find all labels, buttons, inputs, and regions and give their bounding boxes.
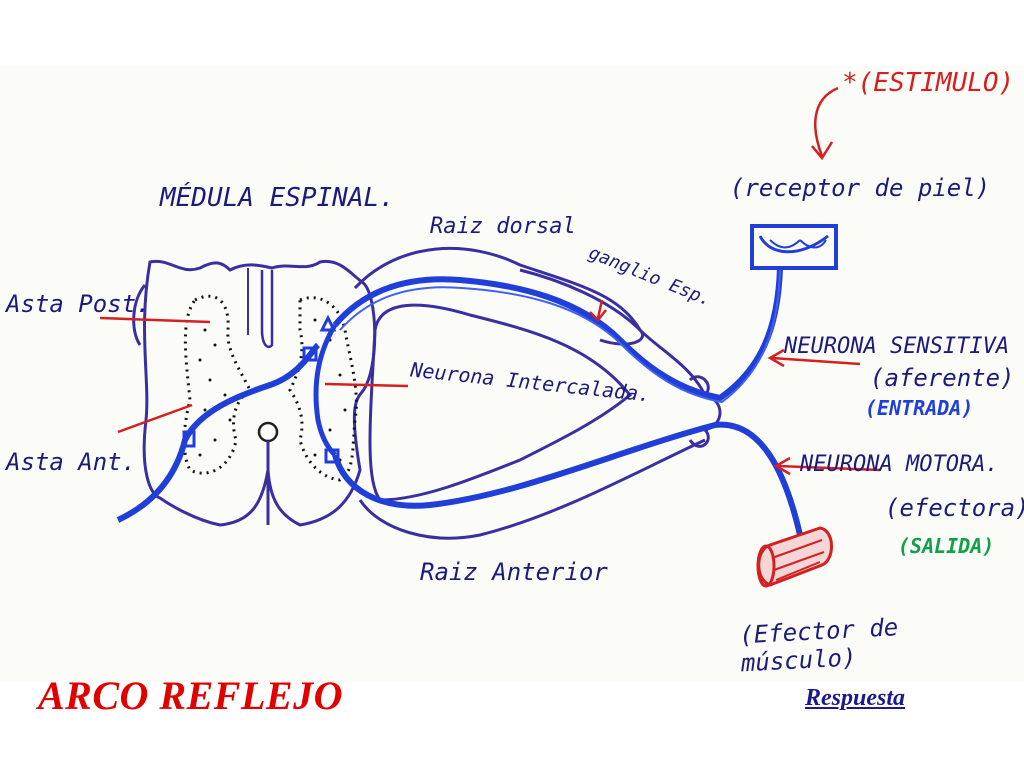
grey-matter-right <box>288 296 358 482</box>
label-salida: (SALIDA) <box>898 534 995 558</box>
label-receptor: (receptor de piel) <box>730 174 991 202</box>
label-raiz-dorsal: Raiz dorsal <box>430 214 576 239</box>
spinal-cord-outline <box>142 259 377 527</box>
skin-receptor-icon <box>750 224 838 270</box>
grey-matter-left <box>182 294 252 475</box>
motor-neuron-path <box>332 421 803 536</box>
interneuron-path <box>313 323 338 457</box>
muscle-effector-icon <box>756 526 833 588</box>
label-aferente: (aferente) <box>870 364 1015 392</box>
label-raiz-anterior: Raiz Anterior <box>420 558 608 586</box>
label-medula-espinal: MÉDULA ESPINAL. <box>160 183 395 213</box>
label-estimulo: *(ESTIMULO) <box>842 68 1015 98</box>
label-entrada: (ENTRADA) <box>865 396 974 420</box>
label-asta-ant: Asta Ant. <box>6 448 137 476</box>
label-neurona-sensitiva: NEURONA SENSITIVA <box>784 334 1010 359</box>
label-asta-post: Asta Post. <box>6 290 151 318</box>
sensory-neuron-path <box>332 267 783 402</box>
reflex-arc-diagram: MÉDULA ESPINAL. Asta Post. Asta Ant. Rai… <box>0 66 1024 682</box>
label-efectora: (efectora) <box>885 494 1024 522</box>
respuesta-link[interactable]: Respuesta <box>805 685 906 711</box>
page-title: ARCO REFLEJO <box>38 673 343 718</box>
label-neurona-motora: NEURONA MOTORA. <box>800 452 999 477</box>
